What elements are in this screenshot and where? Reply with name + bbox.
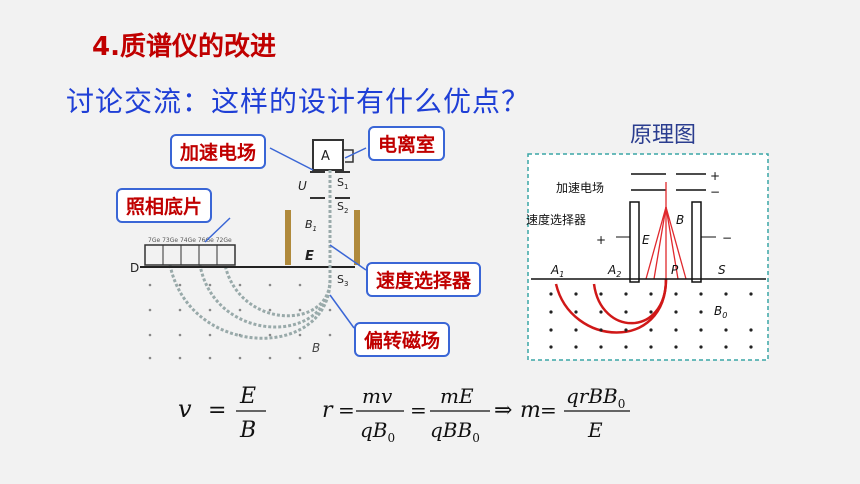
formula-implies: ⇒ xyxy=(494,398,512,423)
label-D: D xyxy=(130,261,139,275)
film-marks: 7Ge 73Ge 74Ge 76Ge 72Ge xyxy=(148,237,232,244)
label-B-left: B xyxy=(312,341,320,355)
label-S2: S2 xyxy=(337,200,348,215)
callout-ion-chamber: 电离室 xyxy=(368,126,446,161)
label-B1: B1 xyxy=(305,218,317,233)
right-plus-1: + xyxy=(710,169,720,183)
right-selector-label: 速度选择器 xyxy=(526,212,586,227)
formula-B1: B xyxy=(239,418,256,443)
formula-m: m xyxy=(520,398,541,423)
callout-velocity-selector: 速度选择器 xyxy=(366,262,482,297)
right-minus-1: − xyxy=(710,185,720,199)
right-field-dots xyxy=(549,292,753,349)
label-E-left: E xyxy=(305,249,314,264)
selector-plate-right xyxy=(354,210,360,265)
principle-diagram-title: 原理图 xyxy=(630,123,697,148)
formula-row: v = E B r = mv qB0 = mE qBB0 ⇒ m = qrBB0… xyxy=(178,384,630,445)
right-label-B0: B0 xyxy=(714,304,727,320)
formula-r: r xyxy=(322,398,334,423)
label-S1: S1 xyxy=(337,176,348,191)
formula-qrBB0: qrBB0 xyxy=(566,384,625,411)
ion-paths xyxy=(168,264,332,340)
callout-accelerating-field: 加速电场 xyxy=(170,134,267,169)
slide-title: 4.质谱仪的改进 xyxy=(92,32,276,62)
principle-diagram: 加速电场 + − 速度选择器 + − B E A1 A2 P S B0 xyxy=(526,153,769,361)
photo-film xyxy=(144,244,236,266)
formula-eq1: = xyxy=(208,398,226,423)
right-plus-2: + xyxy=(596,233,606,247)
label-A: A xyxy=(321,149,330,164)
formula-eq2: = xyxy=(338,398,355,422)
formula-qB0: qB0 xyxy=(360,418,395,445)
right-label-E: E xyxy=(642,233,650,247)
ion-chamber-box xyxy=(312,139,344,171)
right-minus-2: − xyxy=(722,231,732,245)
formula-mE: mE xyxy=(440,384,474,408)
right-plate-left xyxy=(629,201,640,283)
right-label-A1: A1 xyxy=(550,263,564,279)
right-label-B: B xyxy=(676,213,684,227)
formula-mv: mv xyxy=(362,384,393,408)
right-label-S: S xyxy=(718,263,726,277)
label-U: U xyxy=(298,179,307,193)
formula-eq4: = xyxy=(540,398,557,422)
right-label-P: P xyxy=(671,263,679,277)
right-label-A2: A2 xyxy=(607,263,621,279)
magnetic-field-dots xyxy=(148,283,332,360)
spectrometer-diagram: D 7Ge 73Ge 74Ge 76Ge 72Ge A U S1 S2 B1 E… xyxy=(130,139,367,360)
formula-E1: E xyxy=(239,384,256,409)
callout-deflection-field: 偏转磁场 xyxy=(354,322,451,357)
callout-photo-film: 照相底片 xyxy=(116,188,213,223)
formula-E2: E xyxy=(587,418,603,442)
formula-qBB0: qBB0 xyxy=(430,418,480,445)
formula-v: v xyxy=(178,395,192,423)
label-S3: S3 xyxy=(337,273,348,288)
selector-plate-left xyxy=(285,210,291,265)
discussion-question: 讨论交流：这样的设计有什么优点？ xyxy=(66,85,531,118)
formula-eq3: = xyxy=(410,398,427,422)
right-plate-right xyxy=(691,201,702,283)
right-accel-label: 加速电场 xyxy=(556,181,604,195)
